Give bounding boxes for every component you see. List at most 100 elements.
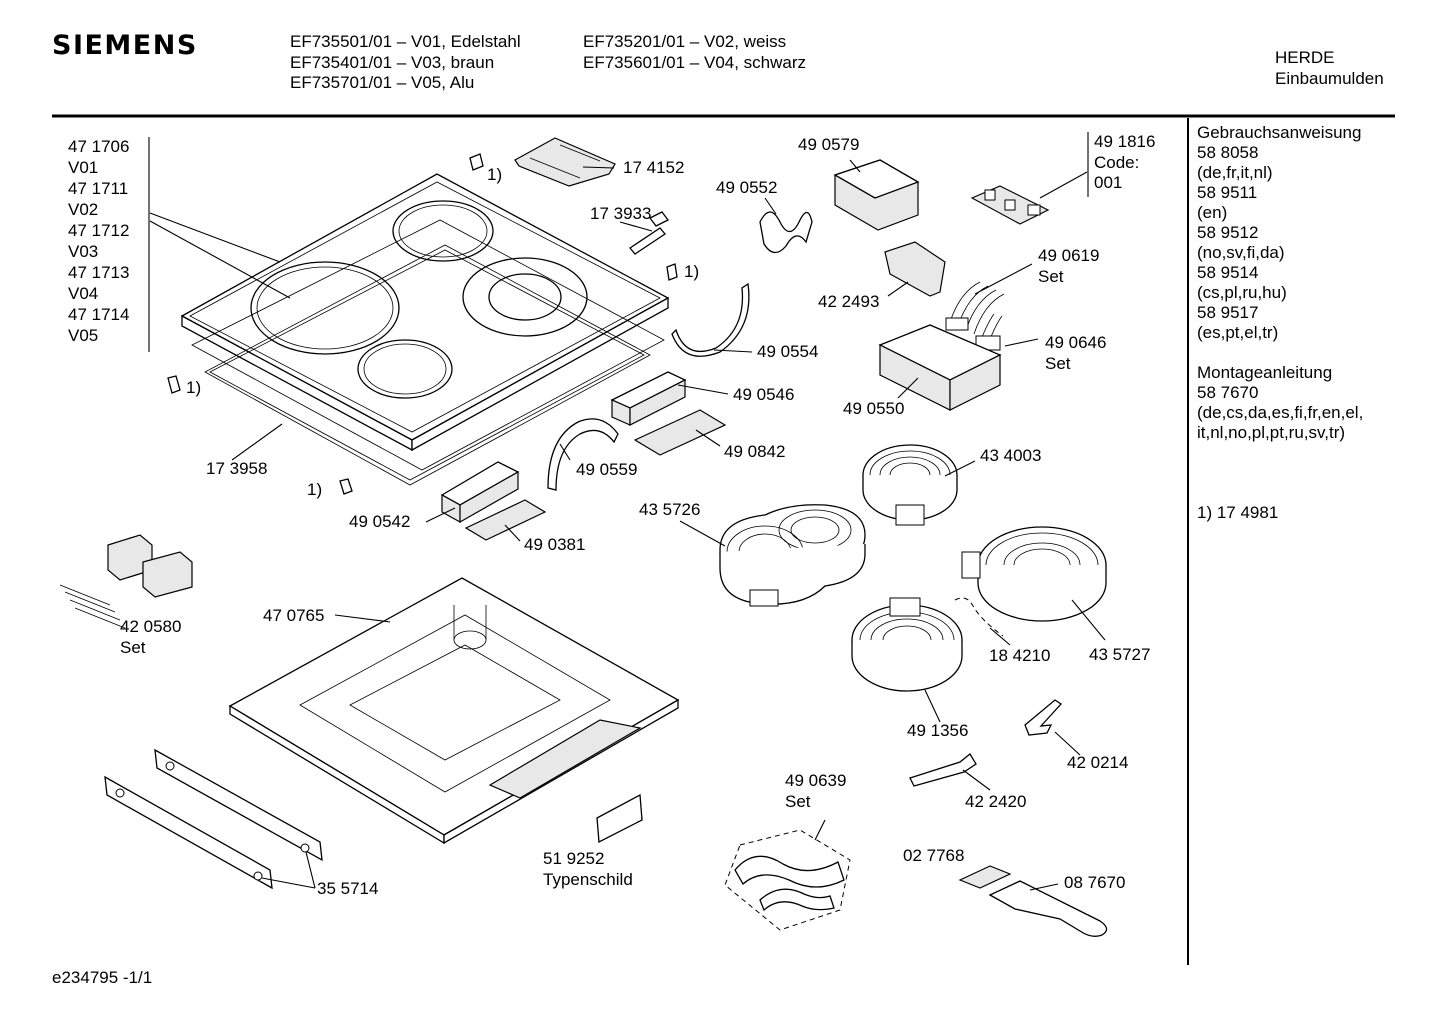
part-490559 [547,418,619,491]
doc-line: 58 9512 [1197,223,1259,242]
doc-line: 58 7670 [1197,383,1259,402]
part-420580 [59,534,193,629]
label-490639: 49 0639 Set [785,771,846,812]
label-490579: 49 0579 [798,135,860,154]
docs-usage-title: Gebrauchsanweisung [1197,123,1362,142]
part-087670 [988,880,1108,937]
label-490842: 49 0842 [724,442,786,461]
doc-line: 58 8058 [1197,143,1259,162]
brand-logo: SIEMENS [52,30,198,61]
label-490550: 49 0550 [843,399,905,418]
footnote-marker: 1) [307,480,323,499]
model-line: EF735601/01 – V04, schwarz [583,52,807,72]
label-490542: 49 0542 [349,512,411,531]
part-184210 [954,597,1004,637]
part-490552 [759,211,813,254]
label-490559: 49 0559 [576,460,638,479]
label-519252: 51 9252 Typenschild [543,849,633,890]
doc-line: 58 9517 [1197,303,1259,322]
label-491816: 49 1816 Code: 001 [1094,132,1155,194]
label-491356: 49 1356 [907,721,969,740]
part-490619 [949,281,1005,335]
part-422420 [909,753,977,787]
label-420214: 42 0214 [1067,753,1129,772]
label-470765: 47 0765 [263,606,325,625]
footnote-marker: 1) [684,262,700,281]
variant-item: V04 [68,284,99,303]
category-line: HERDE [1275,48,1335,67]
part-490546 [610,371,687,426]
doc-line: it,nl,no,pl,pt,ru,sv,tr) [1197,423,1346,442]
doc-line: (cs,pl,ru,hu) [1197,283,1287,302]
part-435727 [961,526,1107,622]
label-173933: 17 3933 [590,204,652,223]
part-490579 [833,159,920,231]
doc-line: (de,fr,it,nl) [1197,163,1273,182]
label-027768: 02 7768 [903,846,965,865]
label-line: Set [1045,353,1071,373]
label-434003: 43 4003 [980,446,1042,465]
footnote-marker: 1) [487,165,503,184]
part-490554 [671,282,750,357]
model-line: EF735501/01 – V01, Edelstahl [290,32,521,51]
part-490550 [878,324,1002,411]
part-519252 [596,793,643,844]
doc-line: (no,sv,fi,da) [1197,243,1285,262]
docs-install-title: Montageanleitung [1197,363,1333,382]
model-line: EF735401/01 – V03, braun [290,52,495,72]
docs-column: Gebrauchsanweisung 58 8058 (de,fr,it,nl)… [1197,123,1363,523]
variant-item: 47 1712 [68,221,130,240]
hob-glass-top [180,173,670,452]
variant-item: 47 1713 [68,263,130,282]
document-code: e234795 -1/1 [52,968,153,987]
doc-line: (en) [1197,203,1228,222]
part-355714 [104,748,323,890]
variant-list: 47 1706 V01 47 1711 V02 47 1712 V03 47 1… [68,136,129,346]
category-label: HERDE Einbaumulden [1275,48,1384,89]
label-435726: 43 5726 [639,500,701,519]
part-027768 [958,865,1012,889]
variant-item: V03 [68,242,99,261]
footnote-marker: 1) [186,378,202,397]
label-line: Set [120,637,146,657]
label-087670: 08 7670 [1064,873,1126,892]
label-184210: 18 4210 [989,646,1051,665]
docs-footnote: 1) 17 4981 [1197,503,1279,522]
part-491816 [970,185,1050,225]
part-420214 [1024,699,1062,736]
category-line: Einbaumulden [1275,68,1384,88]
part-490842 [633,409,727,456]
label-490381: 49 0381 [524,535,586,554]
part-490381 [464,499,547,541]
label-490552: 49 0552 [716,178,778,197]
doc-line: 58 9511 [1197,183,1258,202]
label-420580: 42 0580 Set [120,617,181,658]
label-422493: 42 2493 [818,292,880,311]
doc-line: 58 9514 [1197,263,1259,282]
variant-item: 47 1714 [68,305,130,324]
variant-item: 47 1711 [68,179,129,198]
label-490546: 49 0546 [733,385,795,404]
label-line: Typenschild [543,869,633,889]
label-line: 49 1816 [1094,132,1156,151]
variant-item: 47 1706 [68,137,130,156]
label-490619: 49 0619 Set [1038,246,1099,287]
variant-item: V02 [68,200,99,219]
model-list-col2: EF735201/01 – V02, weiss EF735601/01 – V… [583,32,806,73]
label-line: Set [785,791,811,811]
model-list-col1: EF735501/01 – V01, Edelstahl EF735401/01… [290,32,521,94]
model-line: EF735201/01 – V02, weiss [583,32,787,51]
variant-item: V05 [68,326,99,345]
part-470765 [228,577,680,845]
clip-parts [167,153,678,495]
part-173933 [629,211,669,255]
part-174152 [514,137,616,187]
label-490646: 49 0646 Set [1045,333,1106,374]
label-line: 49 0619 [1038,246,1100,265]
label-line: Code: [1094,152,1140,172]
label-line: 51 9252 [543,849,605,868]
label-line: 42 0580 [120,617,182,636]
part-435726 [719,504,866,607]
label-174152: 17 4152 [623,158,685,177]
